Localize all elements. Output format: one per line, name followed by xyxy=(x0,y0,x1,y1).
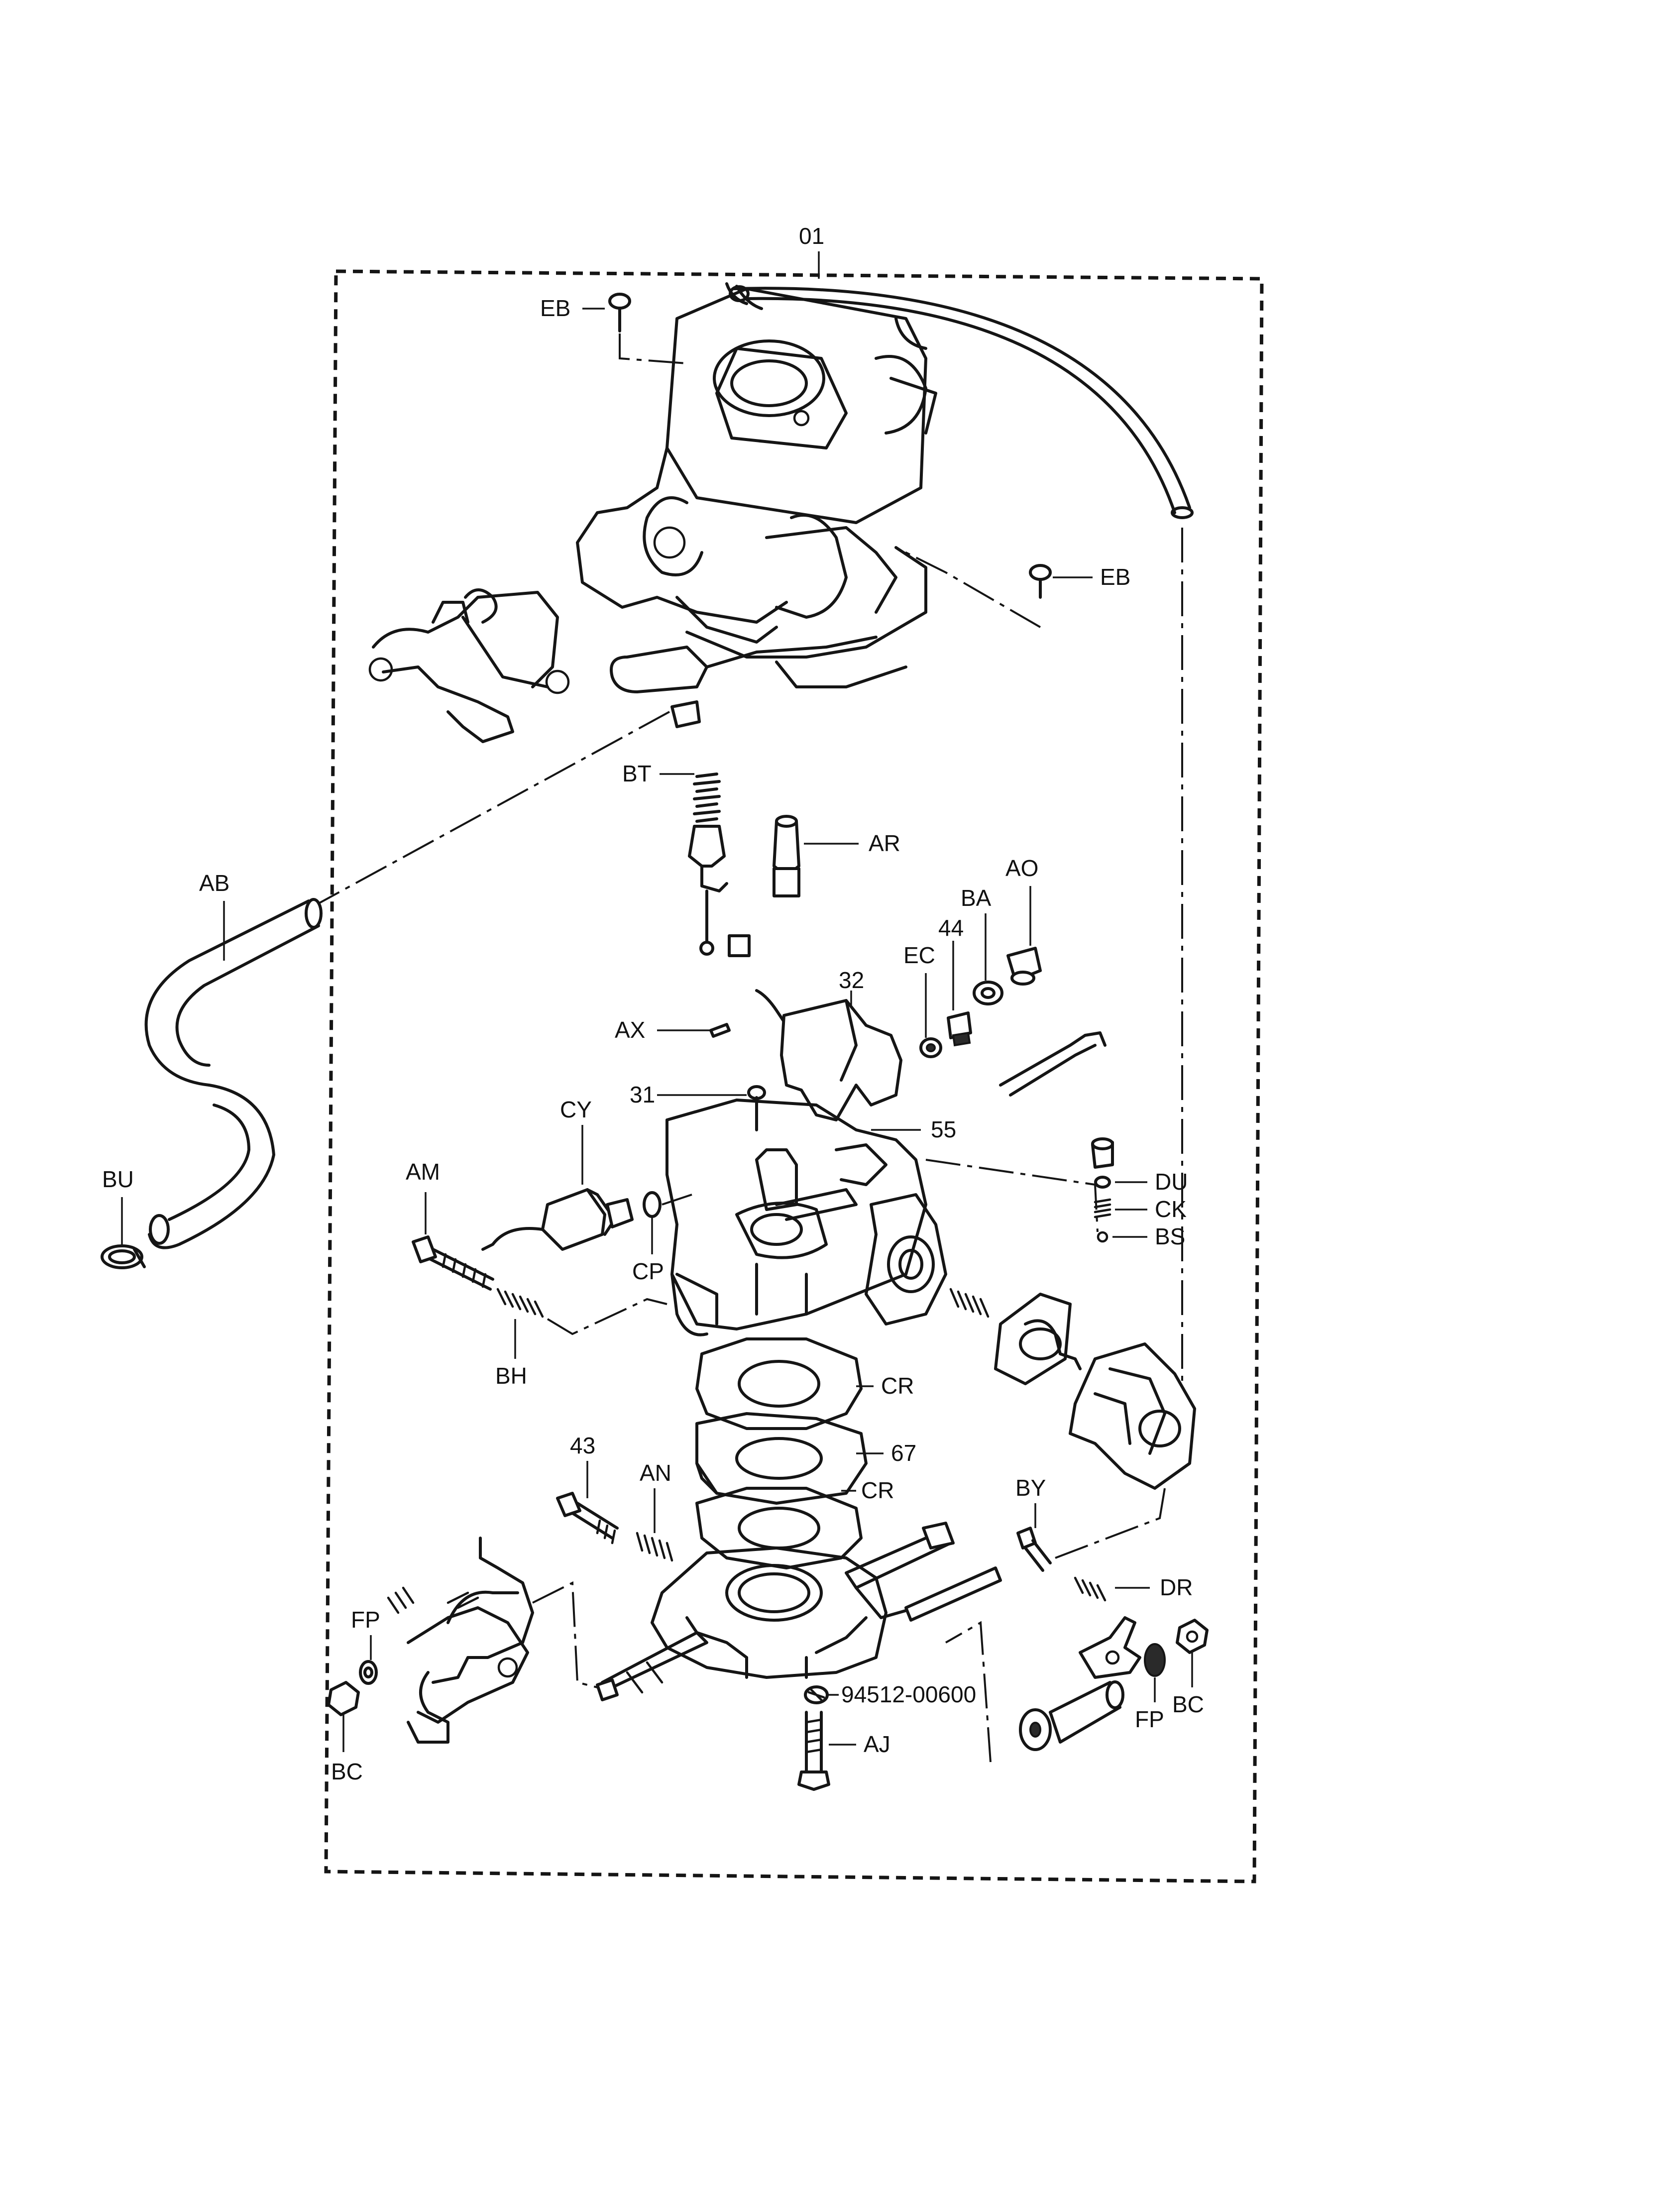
spring-right xyxy=(949,1288,990,1318)
label-am: AM xyxy=(406,1159,440,1185)
label-43: 43 xyxy=(570,1433,595,1458)
label-44: 44 xyxy=(938,915,964,941)
label-cy: CY xyxy=(560,1097,592,1122)
label-dr: DR xyxy=(1160,1574,1193,1600)
washer-ba xyxy=(973,981,1003,1005)
label-bs: BS xyxy=(1155,1223,1185,1249)
washer-fp-left xyxy=(359,1660,378,1685)
dash-bs xyxy=(925,1159,1099,1232)
label-bu: BU xyxy=(102,1166,134,1192)
label-cr-top: CR xyxy=(881,1373,914,1399)
screw-eb-top xyxy=(608,293,631,332)
label-aj: AJ xyxy=(864,1731,890,1757)
o-ring-cp xyxy=(643,1191,662,1218)
spring-dr xyxy=(1074,1576,1107,1602)
label-cr-bottom: CR xyxy=(861,1477,894,1503)
hose-ab xyxy=(144,898,323,1249)
label-fp-right: FP xyxy=(1135,1706,1164,1732)
nut-bc-left xyxy=(327,1681,360,1716)
label-94512: 94512-00600 xyxy=(841,1681,976,1707)
bushing-lower-right xyxy=(1019,1680,1124,1751)
solenoid-cy xyxy=(481,1188,634,1251)
diaphragm-cover xyxy=(994,1293,1082,1385)
washer-94512 xyxy=(804,1685,829,1704)
insulator-67 xyxy=(695,1412,868,1505)
dash-eb-right xyxy=(895,547,1041,628)
throttle-lever-left xyxy=(387,1537,534,1744)
pin-lower-right xyxy=(904,1566,1002,1622)
spring-an xyxy=(636,1532,673,1562)
label-ab: AB xyxy=(199,870,229,896)
spring-bh xyxy=(496,1288,544,1318)
choke-rod xyxy=(999,1031,1107,1087)
screw-by xyxy=(1016,1527,1052,1572)
check-valve-ar xyxy=(773,815,800,897)
pump-plunger-bt xyxy=(688,773,751,957)
plug-ao xyxy=(1006,947,1042,986)
washer-fp-right xyxy=(1144,1643,1166,1677)
washer-ec xyxy=(919,1037,942,1058)
pin-ax xyxy=(709,1023,731,1038)
needle-du xyxy=(1091,1137,1114,1189)
dash-bh xyxy=(547,1298,667,1335)
label-eb-right: EB xyxy=(1100,564,1130,590)
bolt-31 xyxy=(747,1085,766,1131)
gasket-cr-top xyxy=(695,1337,863,1430)
fuel-hose-top xyxy=(733,287,1191,514)
label-eb-top: EB xyxy=(540,295,570,321)
label-assembly-ref: 01 xyxy=(799,223,824,249)
screw-eb-right xyxy=(1029,564,1052,599)
dash-eb-top xyxy=(619,333,687,364)
throttle-body xyxy=(651,1547,887,1679)
label-bc-right: BC xyxy=(1172,1691,1204,1717)
nut-bc-right xyxy=(1176,1619,1209,1654)
carburetor-main-body xyxy=(665,1099,947,1336)
label-cp: CP xyxy=(632,1258,664,1284)
pump-outlet-nipple xyxy=(670,700,701,728)
throttle-lever-right xyxy=(1079,1616,1141,1679)
pump-linkage-upper-left xyxy=(368,588,570,743)
dash-cp xyxy=(662,1194,692,1206)
dash-by xyxy=(1055,1488,1166,1559)
hose-clamp-bu xyxy=(101,1244,146,1269)
label-ao: AO xyxy=(1005,855,1038,881)
label-67: 67 xyxy=(891,1440,916,1466)
label-55: 55 xyxy=(931,1116,956,1142)
label-32: 32 xyxy=(839,967,864,993)
label-fp-left: FP xyxy=(351,1607,380,1633)
label-ba: BA xyxy=(961,885,992,911)
label-ec: EC xyxy=(903,942,935,968)
label-bc-left: BC xyxy=(331,1759,363,1784)
dash-lower-right xyxy=(945,1621,992,1763)
spring-ck xyxy=(1094,1198,1111,1218)
jet-44 xyxy=(947,1011,972,1047)
assembly-frame xyxy=(324,269,1264,1883)
dash-ab-link xyxy=(318,711,670,904)
cover-32 xyxy=(755,989,902,1121)
choke-housing xyxy=(1069,1342,1196,1490)
carburetor-top-assembly xyxy=(576,282,937,693)
label-bh: BH xyxy=(495,1363,527,1389)
dash-left-lever xyxy=(532,1581,598,1688)
label-ar: AR xyxy=(869,830,900,856)
label-ax: AX xyxy=(615,1017,645,1043)
label-by: BY xyxy=(1015,1475,1046,1501)
label-31: 31 xyxy=(630,1082,655,1107)
screw-am xyxy=(412,1235,494,1291)
ball-bs xyxy=(1097,1231,1109,1243)
label-an: AN xyxy=(640,1460,671,1486)
bolt-43 xyxy=(556,1492,619,1545)
label-bt: BT xyxy=(622,761,652,786)
bolt-aj xyxy=(797,1711,830,1791)
